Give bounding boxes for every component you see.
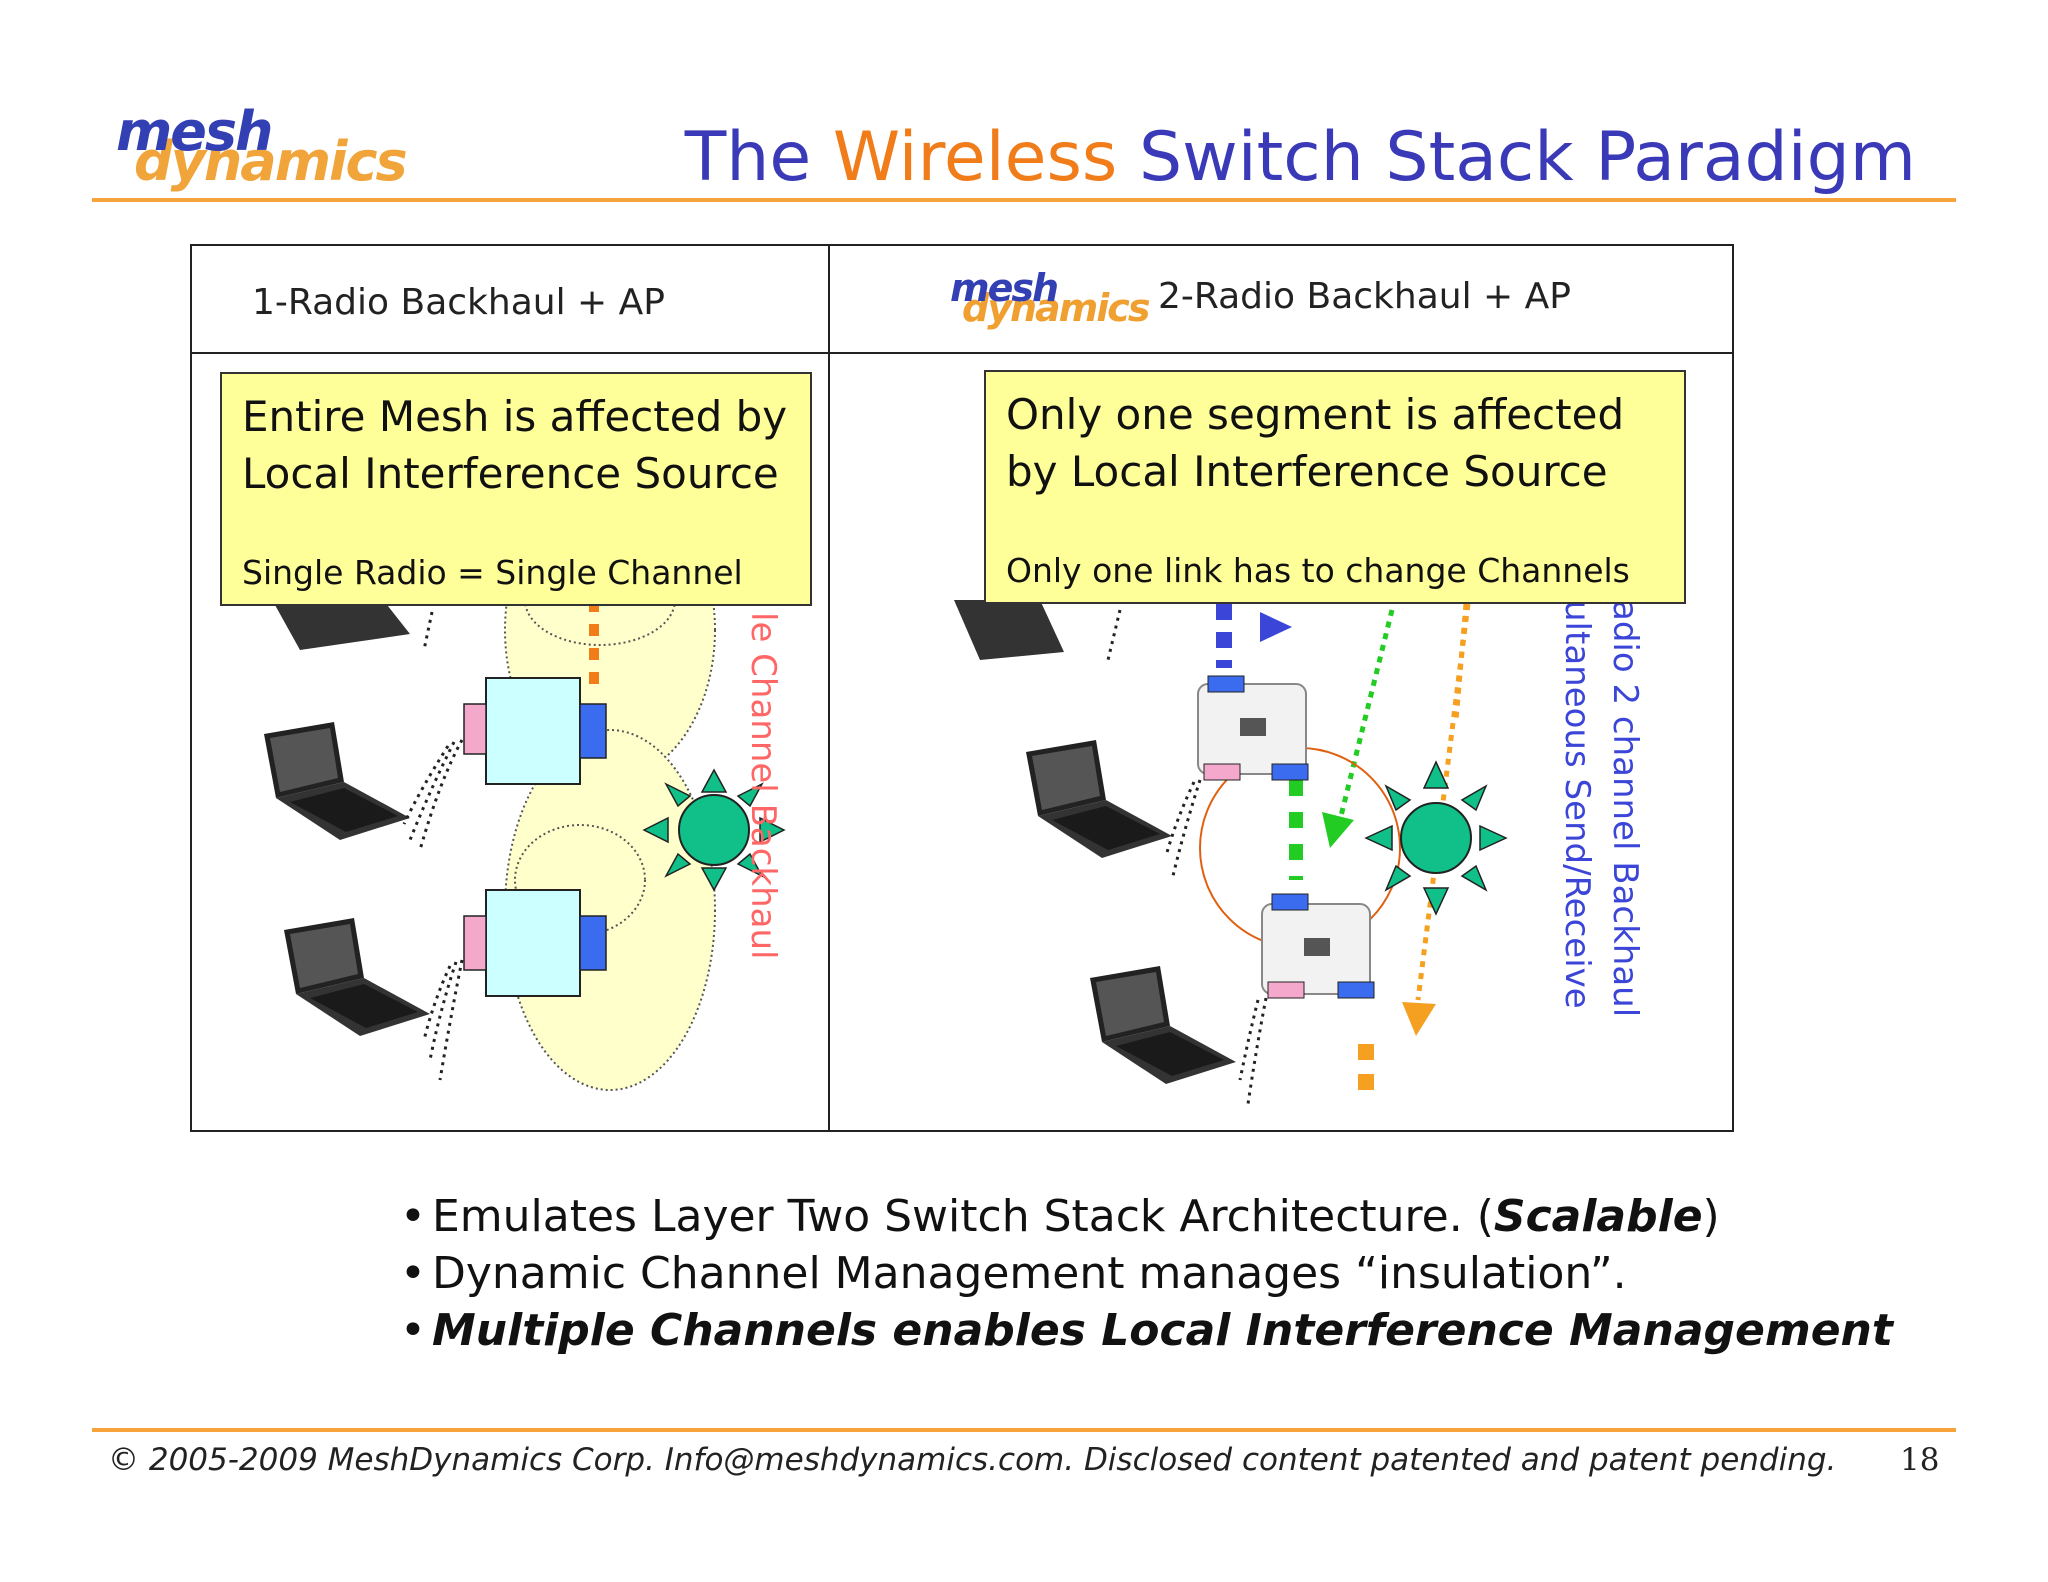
right-column-header: 2-Radio Backhaul + AP xyxy=(1158,276,1571,317)
right-note-line2: by Local Interference Source xyxy=(1006,447,1608,496)
mini-logo-mesh: mesh xyxy=(950,266,1059,310)
mini-logo-dynamics: dynamics xyxy=(962,286,1150,330)
left-column-header: 1-Radio Backhaul + AP xyxy=(252,282,665,323)
bullet-2-text: Dynamic Channel Management manages “insu… xyxy=(432,1248,1627,1299)
slide-title: The Wireless Switch Stack Paradigm xyxy=(685,118,1916,197)
title-post: Switch Stack Paradigm xyxy=(1117,118,1916,197)
interference-source-right xyxy=(1364,760,1508,916)
interference-source-left xyxy=(642,768,786,892)
mesh-device-top xyxy=(1197,675,1309,781)
bullet-dot: • xyxy=(400,1248,426,1299)
left-vertical-label: le Channel Backhaul xyxy=(743,612,783,960)
bullet-item-3: •Multiple Channels enables Local Interfe… xyxy=(400,1302,1893,1359)
right-note-line1: Only one segment is affected xyxy=(1006,390,1625,439)
mini-mesh-dynamics-logo: dynamics mesh xyxy=(950,266,1150,330)
title-highlight: Wireless xyxy=(832,118,1118,197)
wifi-signals-right xyxy=(1106,609,1268,1105)
orange-arrowhead xyxy=(1402,1002,1436,1036)
title-pre: The xyxy=(684,118,833,197)
mesh-node-bottom xyxy=(463,889,607,997)
logo-line-mesh: mesh xyxy=(116,100,273,163)
page-number: 18 xyxy=(1900,1442,1940,1478)
bullet-dot: • xyxy=(400,1191,426,1242)
right-vertical-label-1: adio 2 channel Backhaul xyxy=(1605,600,1645,1017)
bullet-item-2: •Dynamic Channel Management manages “ins… xyxy=(400,1245,1893,1302)
mesh-device-bottom xyxy=(1261,893,1375,999)
bullet-dot: • xyxy=(400,1305,426,1356)
table-header-divider xyxy=(190,352,1734,354)
laptop-left-top-partial xyxy=(270,596,410,650)
right-vertical-label-2: ultaneous Send/Receive xyxy=(1557,600,1597,1009)
green-arrowhead xyxy=(1322,812,1354,848)
left-note-sub: Single Radio = Single Channel xyxy=(242,553,743,592)
table-column-divider xyxy=(828,244,830,1132)
left-note-line2: Local Interference Source xyxy=(242,449,779,498)
laptop-right-1 xyxy=(1026,740,1172,858)
bullet-1-text: Emulates Layer Two Switch Stack Architec… xyxy=(432,1191,1494,1242)
laptop-right-top-partial xyxy=(954,600,1064,660)
footer-copyright: © 2005-2009 MeshDynamics Corp. Info@mesh… xyxy=(108,1442,1837,1478)
laptop-left-2 xyxy=(284,918,430,1036)
mesh-dynamics-logo: dynamics mesh xyxy=(110,100,408,200)
comparison-table xyxy=(190,244,1734,1132)
bullet-1-tail: ) xyxy=(1702,1191,1720,1242)
left-note-line1: Entire Mesh is affected by xyxy=(242,392,788,441)
wifi-signals-left xyxy=(402,611,464,1081)
left-callout-note: Entire Mesh is affected by Local Interfe… xyxy=(220,372,812,606)
laptop-right-2 xyxy=(1090,966,1236,1084)
right-callout-note: Only one segment is affected by Local In… xyxy=(984,370,1686,604)
bullet-list: •Emulates Layer Two Switch Stack Archite… xyxy=(400,1188,1893,1359)
bullet-1-emphasis: Scalable xyxy=(1493,1191,1703,1242)
top-rule xyxy=(92,198,1956,202)
right-note-sub: Only one link has to change Channels xyxy=(1006,551,1630,590)
logo-line-dynamics: dynamics xyxy=(134,130,408,193)
mesh-node-top xyxy=(463,677,607,785)
bottom-rule xyxy=(92,1428,1956,1432)
bullet-item-1: •Emulates Layer Two Switch Stack Archite… xyxy=(400,1188,1893,1245)
bullet-3-emphasis: Multiple Channels enables Local Interfer… xyxy=(432,1305,1893,1356)
laptop-left-1 xyxy=(264,722,410,840)
